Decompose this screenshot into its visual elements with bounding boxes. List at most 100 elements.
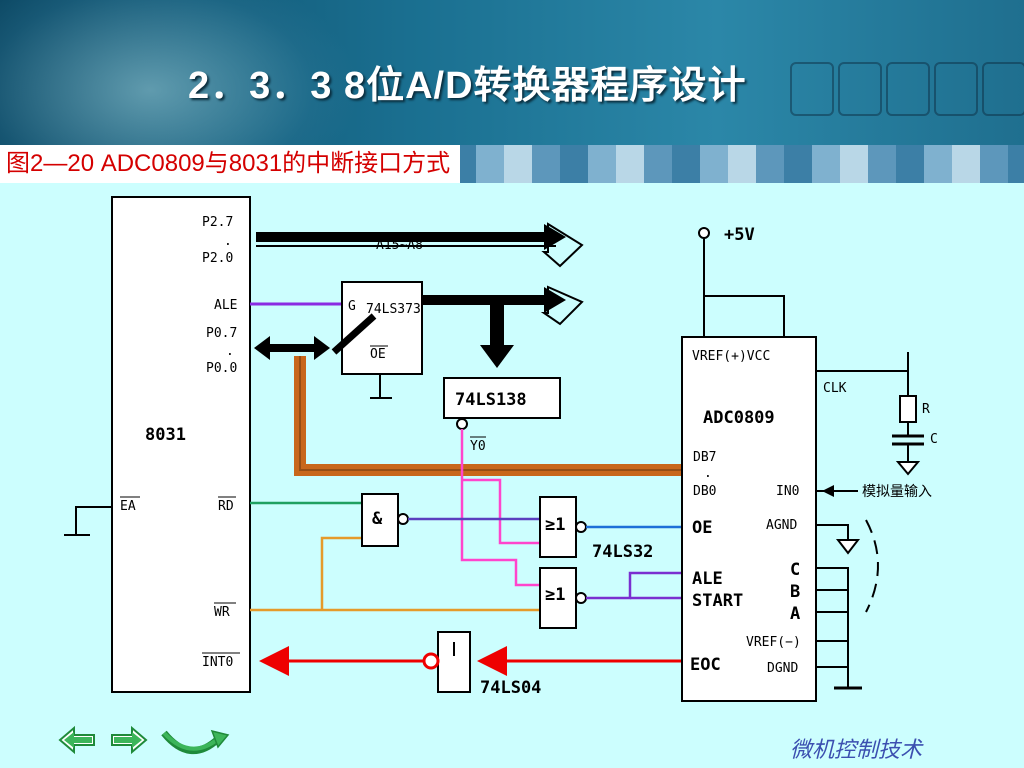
or-gate-bubble — [575, 521, 587, 533]
adc-clk: CLK — [823, 381, 847, 396]
or-gate-lower — [539, 567, 577, 629]
bus-a15-a8 — [256, 232, 544, 242]
supply-label: +5V — [724, 225, 755, 245]
and-symbol: & — [372, 509, 383, 529]
pin-ea: EA — [120, 499, 136, 514]
adc0809-block — [681, 336, 817, 702]
adc-ale: ALE — [692, 569, 723, 589]
latch-g-pin: G — [348, 299, 356, 314]
banner-glow — [0, 0, 360, 145]
adc-eoc: EOC — [690, 655, 721, 675]
inverter-bubble — [422, 652, 440, 670]
and-gate — [361, 493, 399, 547]
adc-c: C — [790, 560, 800, 580]
capacitor-label: C — [930, 432, 938, 447]
bus-to-decoder — [490, 305, 504, 349]
adc-in0: IN0 — [776, 484, 799, 499]
figure-caption: 图2—20 ADC0809与8031的中断接口方式 — [0, 145, 461, 183]
pin-p00: P0.0 — [206, 361, 237, 376]
ground-icon — [895, 461, 921, 476]
supply-terminal-icon — [698, 227, 710, 239]
clk-wire — [816, 352, 909, 372]
pin-p07: P0.7 — [206, 326, 237, 341]
bus-arrow-icon — [314, 336, 330, 360]
adc-vref-vcc: VREF(+)VCC — [692, 349, 770, 364]
or-gate-name: 74LS32 — [592, 542, 653, 562]
or-gate-upper — [539, 496, 577, 558]
bus-arrow-icon — [544, 224, 566, 250]
return-arrow-icon[interactable] — [160, 725, 232, 759]
adc-oe: OE — [692, 518, 712, 538]
adc-vref-minus: VREF(−) — [746, 635, 801, 650]
latch-name: 74LS373 — [366, 302, 421, 317]
adc-name: ADC0809 — [703, 408, 775, 428]
banner-decoration — [838, 62, 882, 116]
adc-dgnd: DGND — [767, 661, 798, 676]
circuit-diagram: 8031 P2.7 . P2.0 ALE P0.7 . P0.0 EA RD W… — [64, 196, 938, 702]
bus-arrow-icon — [480, 345, 514, 368]
banner-decoration — [790, 62, 834, 116]
or-symbol: ≥1 — [545, 585, 565, 605]
decoder-output-bubble — [456, 418, 468, 430]
bus-arrow-icon — [254, 336, 270, 360]
footer-course-name: 微机控制技术 — [790, 738, 923, 763]
banner-decoration — [982, 62, 1024, 116]
pin-p20: P2.0 — [202, 251, 233, 266]
pin-wr: WR — [214, 605, 230, 620]
previous-arrow-icon[interactable] — [58, 725, 96, 755]
inverter-74ls04 — [437, 631, 471, 693]
bus-arrow-outline-icon — [541, 222, 584, 268]
in0-arrow-icon — [822, 485, 834, 497]
cpu-name: 8031 — [145, 425, 186, 445]
pin-p27: P2.7 — [202, 215, 233, 230]
bus-arrow-outline-icon — [540, 285, 584, 326]
resistor-icon — [899, 395, 917, 423]
decoder-name: 74LS138 — [455, 390, 527, 410]
adc-start: START — [692, 591, 743, 611]
adc-dot: . — [704, 466, 712, 481]
analog-channel-curve — [865, 519, 879, 613]
pin-dot: . — [224, 234, 232, 249]
data-bus-to-adc — [294, 356, 682, 476]
adc-db0: DB0 — [693, 484, 716, 499]
or-gate-bubble — [575, 592, 587, 604]
adc-a: A — [790, 604, 800, 624]
pin-rd: RD — [218, 499, 234, 514]
bus-a7-a0 — [422, 295, 544, 305]
pin-int0: INT0 — [202, 655, 233, 670]
next-arrow-icon[interactable] — [110, 725, 148, 755]
adc-db7: DB7 — [693, 450, 716, 465]
and-gate-bubble — [397, 513, 409, 525]
cpu-8031-block — [111, 196, 251, 693]
agnd-wire — [816, 524, 849, 540]
banner-decoration — [934, 62, 978, 116]
bus-arrow-icon — [544, 287, 566, 313]
supply-wire-vcc — [704, 295, 785, 337]
banner-decoration — [886, 62, 930, 116]
inverter-name: 74LS04 — [480, 678, 541, 698]
ea-ground-wire — [75, 506, 112, 535]
bus-a7-a0-label: A7~A0 — [455, 294, 494, 309]
ale-start-wire — [586, 571, 682, 600]
pin-dot: . — [226, 344, 234, 359]
slide-title: 2．3．3 8位A/D转换器程序设计 — [188, 65, 747, 107]
latch-74ls373 — [341, 281, 423, 375]
or-symbol: ≥1 — [545, 515, 565, 535]
wr-to-and — [320, 536, 362, 610]
title-banner — [0, 0, 1024, 145]
decoder-74ls138 — [443, 377, 561, 419]
ground-icon — [835, 539, 861, 555]
y0-wire-upper — [462, 478, 540, 545]
data-bus-latch-input — [331, 313, 377, 355]
bus-a15-a8-label: A15~A8 — [376, 238, 423, 253]
analog-input-label: 模拟量输入 — [862, 484, 932, 500]
pin-ale: ALE — [214, 298, 237, 313]
decoder-y0: Y0 — [470, 439, 486, 454]
adc-agnd: AGND — [766, 518, 797, 533]
address-ground-bus — [816, 567, 849, 688]
data-bus-outline — [299, 356, 682, 471]
y0-wire — [460, 429, 540, 587]
latch-oe-pin: OE — [370, 347, 386, 362]
adc-b: B — [790, 582, 800, 602]
resistor-label: R — [922, 402, 930, 417]
